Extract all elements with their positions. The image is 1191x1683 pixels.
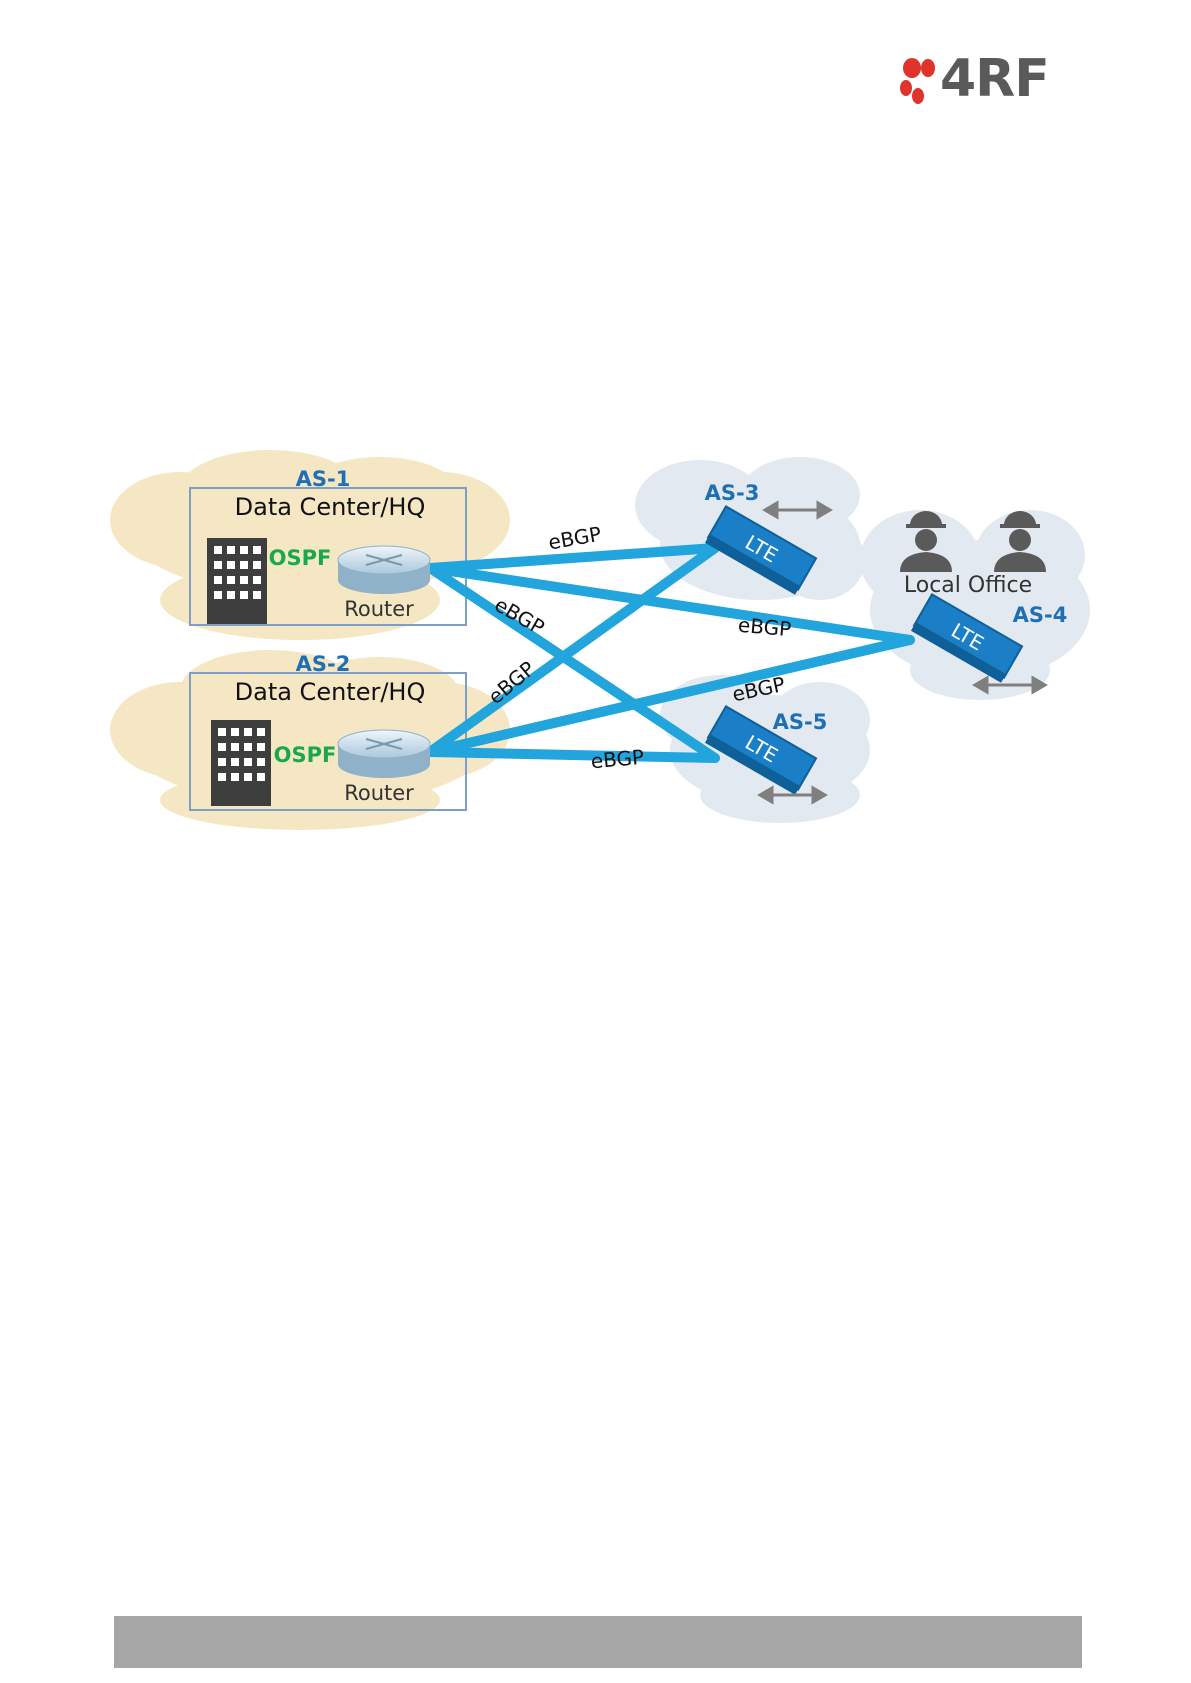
building-icon bbox=[207, 538, 267, 624]
as1-device: Router bbox=[344, 597, 414, 621]
link-as2-as5 bbox=[430, 752, 715, 758]
footer-bar bbox=[114, 1616, 1082, 1668]
as1-label: AS-1 bbox=[296, 467, 351, 491]
as1-protocol: OSPF bbox=[269, 546, 332, 570]
router-icon bbox=[338, 546, 430, 594]
router-icon bbox=[338, 730, 430, 778]
ebgp-label: eBGP bbox=[546, 522, 603, 555]
as2-label: AS-2 bbox=[296, 652, 351, 676]
building-icon bbox=[211, 720, 271, 806]
as2-title: Data Center/HQ bbox=[235, 678, 426, 706]
as2-protocol: OSPF bbox=[274, 743, 337, 767]
as4-site: Local Office bbox=[904, 573, 1032, 598]
as1-title: Data Center/HQ bbox=[235, 493, 426, 521]
as4-label: AS-4 bbox=[1013, 603, 1068, 627]
ebgp-label: eBGP bbox=[590, 745, 645, 774]
as5-label: AS-5 bbox=[773, 710, 828, 734]
as3-label: AS-3 bbox=[705, 481, 760, 505]
as2-device: Router bbox=[344, 781, 414, 805]
ebgp-label: eBGP bbox=[737, 613, 792, 642]
